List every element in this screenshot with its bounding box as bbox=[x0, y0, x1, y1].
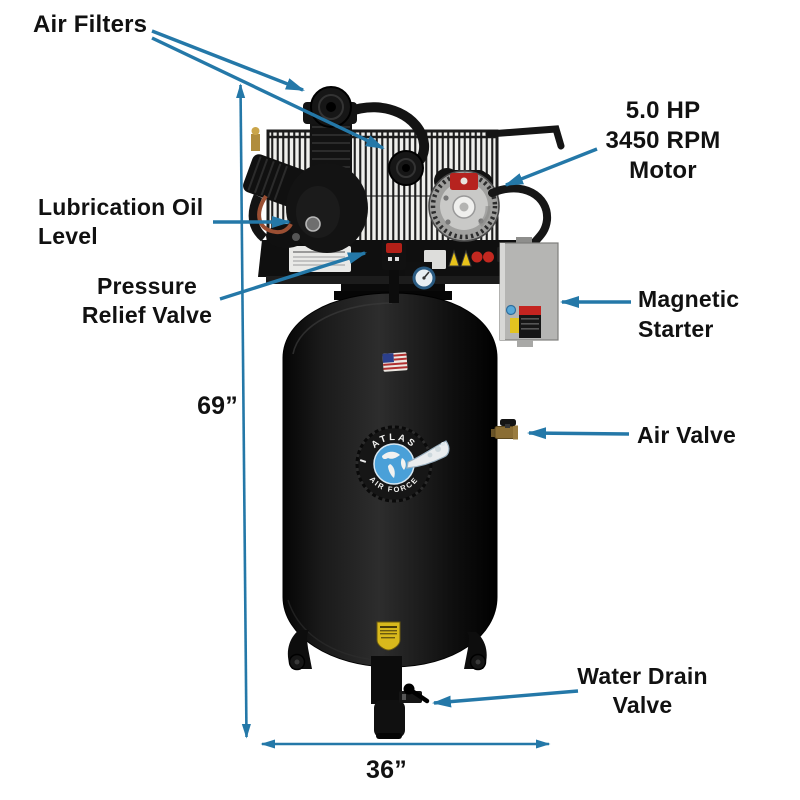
arrow-motor bbox=[504, 147, 598, 187]
air-valve bbox=[491, 419, 518, 440]
discharge-hose bbox=[485, 125, 565, 256]
arrow-air-filter-side bbox=[151, 36, 385, 150]
callout-arrows bbox=[151, 29, 631, 708]
callout-motor-label: 5.0 HP 3450 RPM Motor bbox=[590, 96, 736, 186]
arrow-air-filter-top bbox=[151, 29, 305, 92]
motor-label-line2: 3450 RPM bbox=[605, 127, 721, 154]
magnetic-starter-box bbox=[499, 237, 559, 347]
lubrication-label-line2: Level bbox=[38, 223, 98, 249]
height-dimension-label: 69” bbox=[197, 392, 238, 420]
air-filter-2 bbox=[388, 150, 424, 186]
magnetic-starter-label-line2: Starter bbox=[638, 316, 714, 342]
pressure-relief-label-line1: Pressure bbox=[96, 273, 198, 299]
pressure-gauge bbox=[412, 266, 436, 290]
arrow-water-drain-valve bbox=[431, 689, 579, 708]
water-drain-label-line2: Valve bbox=[612, 692, 673, 718]
tank-legs bbox=[287, 630, 487, 671]
air-blast-graphic bbox=[406, 440, 450, 469]
callout-magnetic-starter-label: Magnetic Starter bbox=[638, 284, 739, 344]
callout-water-drain-label: Water Drain Valve bbox=[565, 662, 720, 720]
magnetic-starter-label-line1: Magnetic bbox=[638, 286, 740, 312]
arrow-pressure-relief-valve bbox=[219, 251, 367, 301]
callout-lubrication-label: Lubrication Oil Level bbox=[38, 193, 203, 251]
water-drain-valve bbox=[371, 656, 430, 739]
water-drain-label-line1: Water Drain bbox=[577, 663, 708, 689]
width-dimension-label: 36” bbox=[366, 756, 407, 784]
motor-label-line3: Motor bbox=[629, 157, 697, 184]
pressure-relief-label-line2: Relief Valve bbox=[81, 302, 213, 328]
dimension-lines bbox=[236, 83, 551, 749]
compressor-pump bbox=[243, 86, 430, 253]
callout-air-filters-label: Air Filters bbox=[33, 11, 148, 38]
electric-motor bbox=[428, 168, 500, 242]
globe-icon bbox=[373, 443, 415, 485]
motor-label-line1: 5.0 HP bbox=[625, 97, 701, 124]
arrow-air-valve bbox=[526, 427, 630, 440]
tank-warning-label bbox=[376, 621, 401, 651]
us-flag-sticker bbox=[382, 352, 408, 372]
brand-badge: ATLAS AIR FORCE bbox=[355, 425, 450, 503]
callout-air-valve-label: Air Valve bbox=[637, 422, 736, 448]
lubrication-label-line1: Lubrication Oil bbox=[38, 194, 204, 220]
height-dimension-line-top bbox=[236, 83, 246, 411]
callout-pressure-relief-label: Pressure Relief Valve bbox=[62, 272, 232, 330]
height-dimension-line-bottom bbox=[241, 409, 251, 739]
air-filter-1 bbox=[310, 86, 352, 128]
oil-sight-glass bbox=[292, 216, 321, 241]
